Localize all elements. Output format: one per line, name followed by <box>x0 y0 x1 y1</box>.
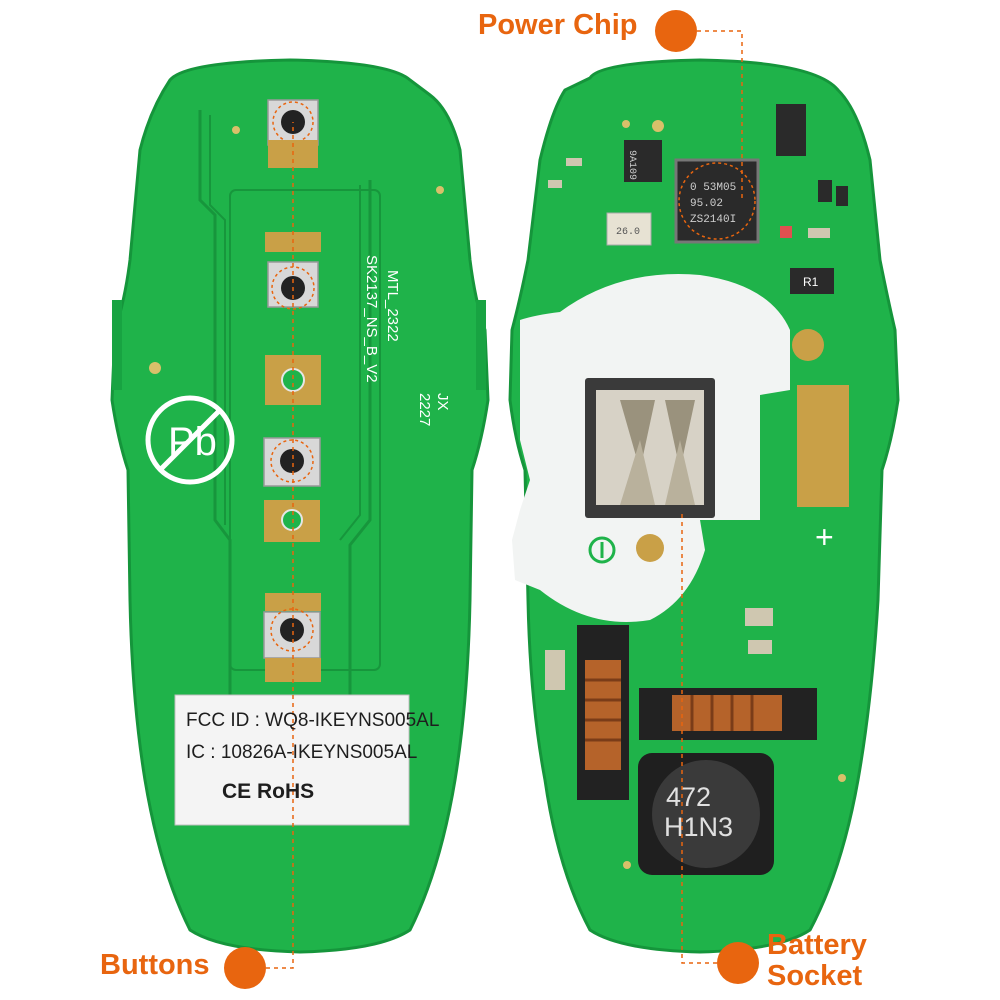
power-inductor: 472 H1N3 <box>638 753 774 875</box>
pb-free-symbol: Pb <box>145 395 235 485</box>
silkscreen-model: MTL_2322 <box>384 270 401 342</box>
callout-leader-power-chip <box>655 10 743 200</box>
chip-line-1: 0 53M05 <box>690 182 736 194</box>
pb-symbol-text: Pb <box>168 420 217 464</box>
silkscreen-model-text: MTL_2322 <box>384 270 401 342</box>
label-sticker <box>174 694 410 826</box>
silkscreen-date: 2227 <box>416 393 433 426</box>
silkscreen-code-text: JX <box>434 393 451 411</box>
chip-line-2: 95.02 <box>690 198 723 210</box>
button-1 <box>267 99 319 168</box>
callout-leader-battery-socket <box>681 512 759 984</box>
coil-inductor-horizontal <box>639 688 817 740</box>
left-pcb-board: Pb MTL_2322 SK2137_NS_B_V2 JX 2227 <box>110 58 490 954</box>
button-4 <box>263 593 321 682</box>
silkscreen-code: JX <box>434 393 451 411</box>
battery-socket <box>585 378 715 518</box>
battery-socket-label: Battery Socket <box>767 929 867 993</box>
coil-inductor-vertical <box>577 625 629 800</box>
power-chip: 0 53M05 95.02 ZS2140I <box>674 158 760 244</box>
ic-id-text: IC : 10826A-IKEYNS005AL <box>186 742 418 763</box>
resistor-label: R1 <box>803 275 819 289</box>
ce-rohs-marks: CE RoHS <box>222 780 315 803</box>
fcc-id-text: FCC ID : WQ8-IKEYNS005AL <box>186 710 440 731</box>
buttons-label: Buttons <box>100 949 210 981</box>
power-chip-label: Power Chip <box>478 9 638 41</box>
silkscreen-board: SK2137_NS_B_V2 <box>363 255 380 383</box>
callout-leader-buttons <box>224 122 294 989</box>
inductor-label-2: H1N3 <box>664 812 733 842</box>
silkscreen-date-text: 2227 <box>416 393 433 426</box>
battery-plus-sign: + <box>815 519 834 555</box>
button-3 <box>263 437 321 542</box>
inductor-label-1: 472 <box>666 782 711 812</box>
chip-line-3: ZS2140I <box>690 214 736 226</box>
crystal-label: 26.0 <box>616 227 640 238</box>
small-chip-label: 9A109 <box>626 150 637 180</box>
silkscreen-board-text: SK2137_NS_B_V2 <box>363 255 380 383</box>
right-pcb-board: + 0 53M05 95.02 ZS2140I 9A109 26.0 R1 <box>508 58 900 954</box>
